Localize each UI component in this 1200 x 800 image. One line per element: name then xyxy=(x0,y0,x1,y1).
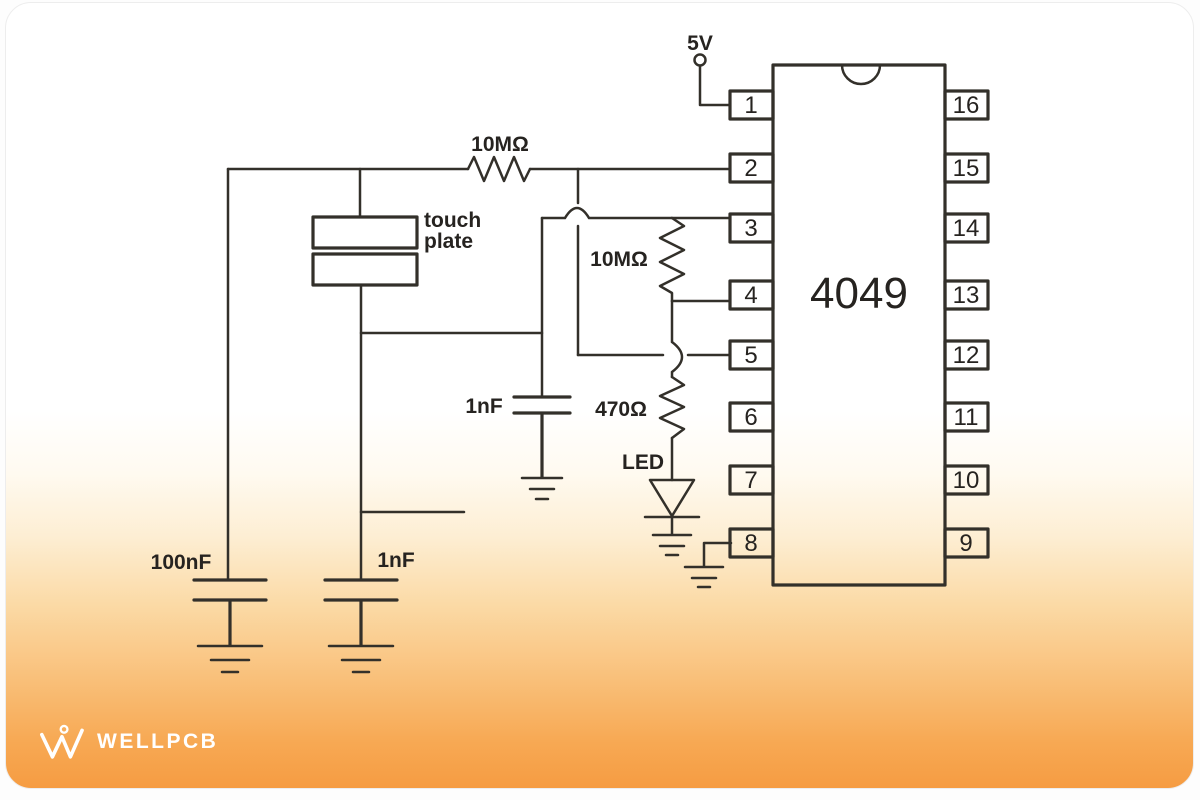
power-terminal-icon xyxy=(693,53,707,67)
ground-1nF-middle xyxy=(520,476,564,501)
pin-box-9 xyxy=(943,527,990,559)
label-capacitor-100nF: 100nF xyxy=(151,551,212,574)
wire-5v-to-pin1 xyxy=(698,64,732,107)
pin-label-14: 14 xyxy=(953,215,980,242)
label-resistor-470: 470Ω xyxy=(595,398,647,421)
capacitor-100nF xyxy=(192,578,268,647)
pin-box-13 xyxy=(943,279,990,311)
pin-box-5 xyxy=(728,339,775,371)
pin-label-6: 6 xyxy=(744,404,757,431)
pin-label-11: 11 xyxy=(954,404,979,431)
capacitor-1nF-left xyxy=(323,578,399,647)
pin-label-12: 12 xyxy=(953,342,980,369)
wellpcb-logo: WELLPCB xyxy=(38,722,218,762)
ic-notch xyxy=(840,63,882,86)
capacitor-1nF-middle xyxy=(512,395,572,479)
touch-plate-bottom xyxy=(311,252,419,287)
touch-plate-top xyxy=(311,215,419,250)
pin-label-15: 15 xyxy=(953,155,980,182)
component-labels: 5V 10MΩ touch plate 10MΩ 1nF 470Ω LED 10… xyxy=(151,32,713,574)
label-resistor-10M-1: 10MΩ xyxy=(471,133,529,156)
wellpcb-logo-text: WELLPCB xyxy=(97,730,219,753)
pin-label-7: 7 xyxy=(744,467,757,494)
resistor-10M-horizontal xyxy=(466,155,532,183)
pin-box-11 xyxy=(943,401,990,433)
touch-plate-symbol xyxy=(311,215,419,287)
wire-pin3 xyxy=(540,206,732,220)
resistors xyxy=(466,155,686,440)
resistor-470-vertical xyxy=(658,375,686,440)
pin-label-1: 1 xyxy=(744,92,757,119)
label-capacitor-1nF-middle: 1nF xyxy=(465,395,503,418)
ground-led xyxy=(651,533,693,557)
ground-100nF xyxy=(196,644,264,674)
pin-label-3: 3 xyxy=(744,215,757,242)
pin-box-8 xyxy=(728,527,775,559)
pin-box-4 xyxy=(728,279,775,311)
ground-symbols xyxy=(196,476,725,674)
label-resistor-10M-2: 10MΩ xyxy=(590,248,648,271)
ic-pins-left: 1 2 3 4 5 6 7 8 xyxy=(728,89,775,559)
background-card xyxy=(5,2,1194,789)
pin-label-9: 9 xyxy=(959,530,972,557)
pin-box-1 xyxy=(728,89,775,121)
pin-label-2: 2 xyxy=(744,155,757,182)
pin-box-7 xyxy=(728,464,775,496)
ground-1nF-left xyxy=(327,644,395,674)
label-5v: 5V xyxy=(687,32,713,55)
pin-label-8: 8 xyxy=(744,530,757,557)
label-touch-line1: touch xyxy=(424,209,481,232)
pin-box-3 xyxy=(728,212,775,244)
pin-label-4: 4 xyxy=(744,282,757,309)
led-symbol xyxy=(643,478,701,519)
capacitors xyxy=(192,395,572,647)
pin-box-10 xyxy=(943,464,990,496)
pin-label-5: 5 xyxy=(744,342,757,369)
wire-pin8-ground xyxy=(702,541,733,568)
ic-pins-right: 16 15 14 13 12 11 10 9 xyxy=(943,89,990,559)
wires xyxy=(226,64,733,582)
pin-box-2 xyxy=(728,152,775,184)
label-touch-line2: plate xyxy=(424,230,473,253)
pin-box-16 xyxy=(943,89,990,121)
pin-label-13: 13 xyxy=(953,282,980,309)
pin-box-14 xyxy=(943,212,990,244)
wire-672-vertical xyxy=(670,299,684,379)
label-capacitor-1nF-left: 1nF xyxy=(377,549,415,572)
pin-box-12 xyxy=(943,339,990,371)
pin-box-6 xyxy=(728,401,775,433)
ic-body xyxy=(771,63,947,587)
led-triangle xyxy=(648,478,696,518)
pin-label-10: 10 xyxy=(953,467,980,494)
ic-name: 4049 xyxy=(810,269,908,318)
resistor-10M-vertical xyxy=(658,216,686,303)
wellpcb-logo-icon xyxy=(40,724,84,759)
label-led: LED xyxy=(622,451,664,474)
ground-pin8 xyxy=(683,565,725,589)
pin-label-16: 16 xyxy=(953,92,980,119)
ic-4049: 4049 1 2 3 4 5 6 7 8 16 15 14 xyxy=(728,63,990,587)
pin-box-15 xyxy=(943,152,990,184)
